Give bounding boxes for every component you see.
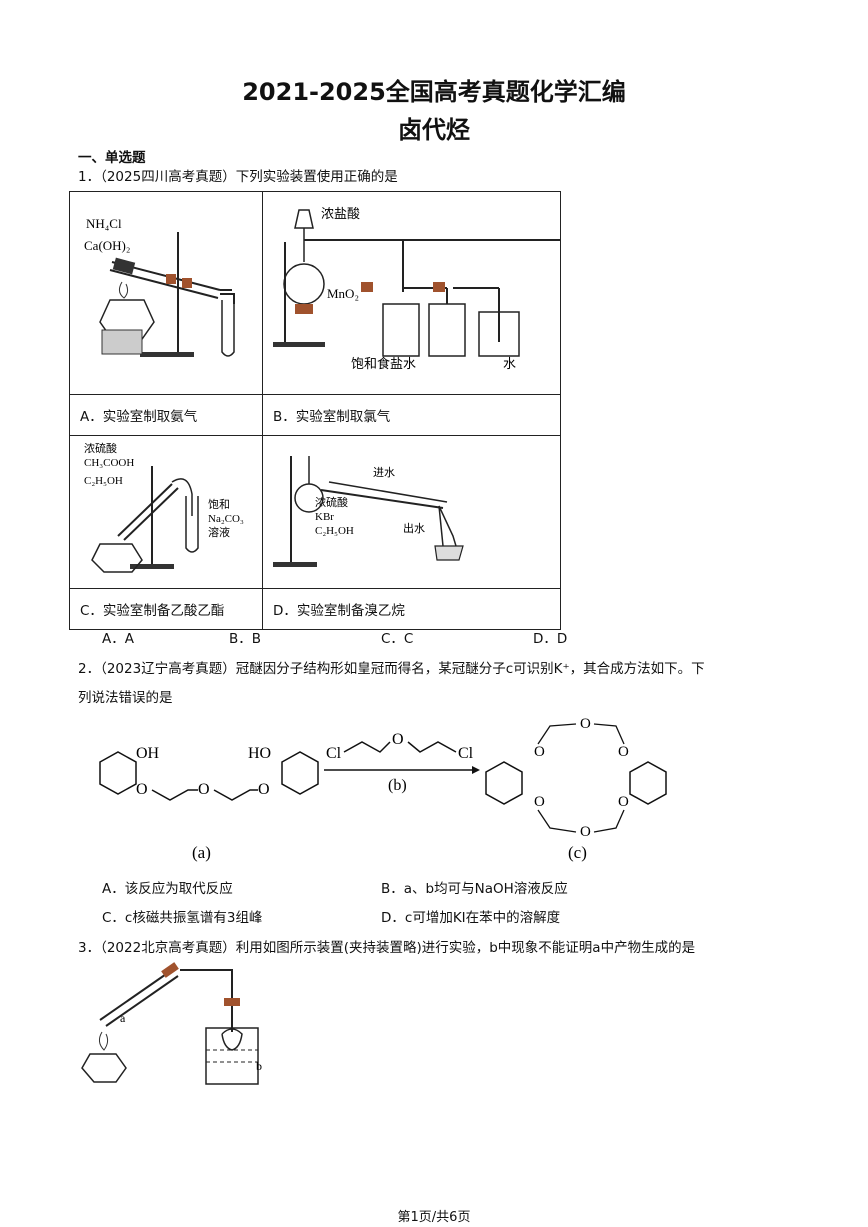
apparatus-c-figure: 浓硫酸 CH₃COOH C₂H₅OH 饱和 Na₂CO₃ 溶液 (69, 435, 263, 589)
label-conc-h2so4-c: 浓硫酸 (84, 441, 117, 455)
q1-option-b[interactable]: B．B (229, 631, 262, 647)
label-c2h5oh-d: C₂H₅OH (315, 525, 354, 537)
label-saturated: 饱和 (208, 497, 230, 511)
question-1-apparatus-table: NH₄Cl Ca(OH)₂ 浓盐酸 MnO₂ 饱和食盐 (69, 191, 573, 630)
section-heading: 一、单选题 (78, 150, 146, 166)
chloro-left: Cl (326, 745, 342, 762)
crown-o-5: O (580, 824, 591, 840)
benzene-ring-c-right (629, 761, 667, 805)
compound-a-label: (a) (192, 843, 211, 862)
label-conc-hcl: 浓盐酸 (321, 206, 360, 221)
label-c2h5oh-c: C₂H₅OH (84, 475, 123, 487)
apparatus-a-figure: NH₄Cl Ca(OH)₂ (69, 191, 263, 395)
chloro-right: Cl (458, 745, 474, 762)
document-subtitle: 卤代烃 (398, 116, 470, 144)
q1-option-d[interactable]: D．D (533, 631, 568, 647)
label-solution: 溶液 (208, 525, 230, 539)
crown-o-2: O (580, 716, 591, 732)
apparatus-b-figure: 浓盐酸 MnO₂ 饱和食盐水 水 (262, 191, 573, 395)
benzene-ring-a-right (281, 751, 319, 795)
label-mno2: MnO₂ (327, 286, 359, 301)
crown-o-6: O (618, 794, 629, 810)
q2-option-d[interactable]: D．c可增加KI在苯中的溶解度 (381, 910, 561, 926)
q2-option-a[interactable]: A．该反应为取代反应 (102, 881, 233, 897)
hydroxyl-right: HO (248, 745, 271, 762)
label-na2co3: Na₂CO₃ (208, 513, 244, 525)
q2-option-b[interactable]: B．a、b均可与NaOH溶液反应 (381, 881, 568, 897)
reagent-b-label: (b) (388, 777, 407, 794)
question-3-apparatus: a b (81, 962, 262, 1085)
label-b: b (256, 1059, 262, 1073)
q1-option-c[interactable]: C．C (381, 631, 414, 647)
label-caoh2: Ca(OH)₂ (84, 238, 130, 253)
label-nh4cl: NH₄Cl (86, 216, 122, 231)
apparatus-a-caption: A．实验室制取氨气 (69, 394, 263, 436)
label-ch3cooh: CH₃COOH (84, 457, 134, 469)
q1-option-a[interactable]: A．A (102, 631, 134, 647)
compound-c-label: (c) (568, 843, 587, 862)
ether-o-1: O (136, 781, 148, 798)
hydroxyl-left: OH (136, 745, 160, 762)
label-saturated-brine: 饱和食盐水 (351, 356, 416, 371)
crown-o-1: O (534, 744, 545, 760)
apparatus-b-caption: B．实验室制取氯气 (262, 394, 561, 436)
label-a: a (120, 1011, 126, 1025)
label-water: 水 (503, 356, 516, 371)
ether-o-3: O (258, 781, 270, 798)
apparatus-d-caption: D．实验室制备溴乙烷 (262, 588, 561, 630)
question-2-stem-line1: 2．（2023辽宁高考真题）冠醚因分子结构形如皇冠而得名，某冠醚分子c可识别K⁺… (78, 661, 705, 677)
question-3-stem: 3．（2022北京高考真题）利用如图所示装置(夹持装置略)进行实验，b中现象不能… (78, 940, 696, 956)
reagent-b-oxygen: O (392, 731, 404, 748)
crown-ether-synthesis-scheme: OH O O O HO (a) Cl O Cl (b) O O O O O O … (99, 716, 667, 862)
label-water-in: 进水 (373, 466, 395, 479)
crown-o-4: O (534, 794, 545, 810)
ether-o-2: O (198, 781, 210, 798)
question-1-stem: 1．（2025四川高考真题）下列实验装置使用正确的是 (78, 169, 398, 185)
apparatus-d-figure: 浓硫酸 KBr C₂H₅OH 进水 出水 (262, 435, 561, 589)
benzene-ring-c-left (485, 761, 523, 805)
label-water-out: 出水 (403, 521, 425, 535)
benzene-ring-a-left (99, 751, 137, 795)
label-kbr: KBr (315, 511, 334, 523)
document-title: 2021-2025全国高考真题化学汇编 (242, 78, 626, 106)
apparatus-c-caption: C．实验室制备乙酸乙酯 (69, 588, 263, 630)
question-2-stem-line2: 列说法错误的是 (78, 690, 173, 706)
q2-option-c[interactable]: C．c核磁共振氢谱有3组峰 (102, 910, 263, 926)
crown-o-3: O (618, 744, 629, 760)
page-footer: 第1页/共6页 (397, 1210, 471, 1225)
